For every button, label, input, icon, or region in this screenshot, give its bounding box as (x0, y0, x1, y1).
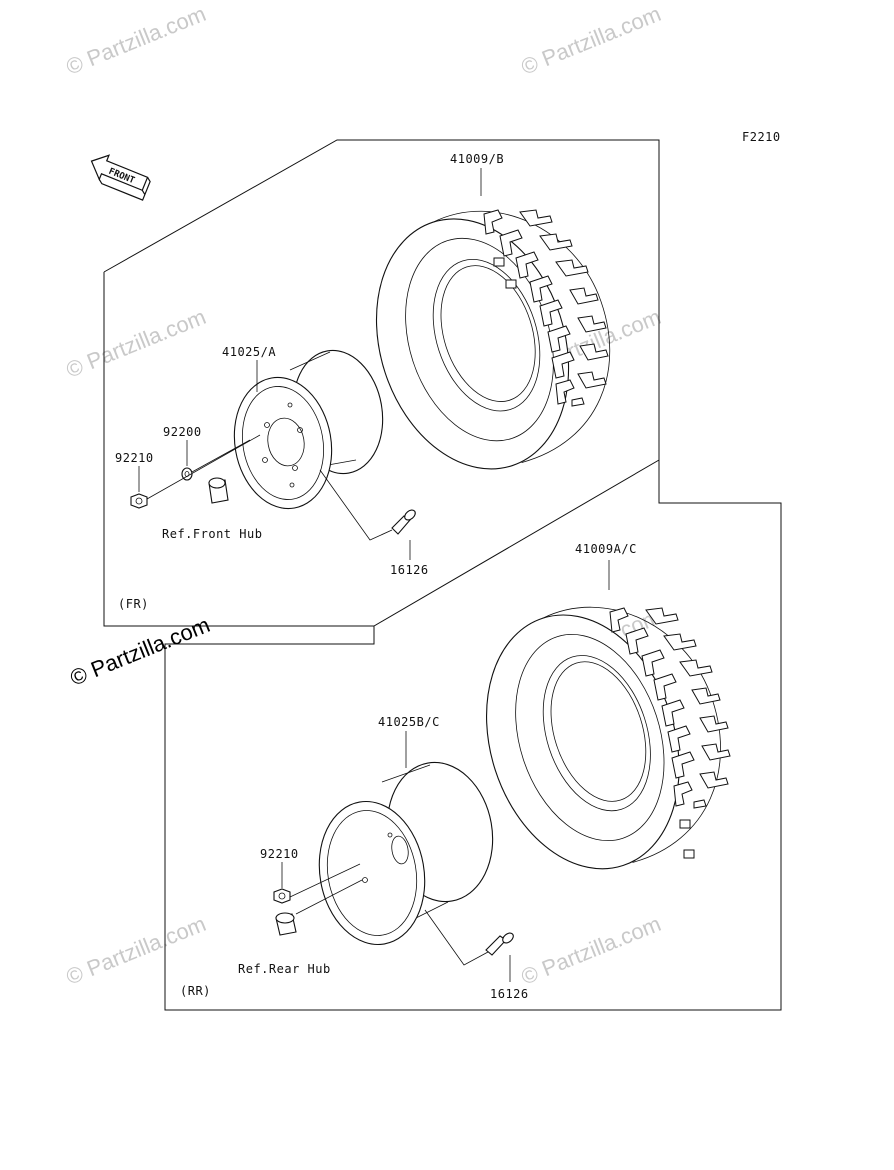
front-nut-label: 92210 (115, 451, 154, 465)
rear-hub (275, 912, 297, 936)
front-tire-label: 41009/B (450, 152, 504, 166)
rear-tire (486, 606, 721, 870)
rear-section-tag: (RR) (180, 984, 211, 998)
watermark: © Partzilla.com (63, 304, 210, 383)
front-hub-ref-label: Ref.Front Hub (162, 527, 262, 541)
front-arrow-icon: FRONT (90, 154, 151, 201)
front-hub (208, 477, 229, 504)
watermark: © Partzilla.com (518, 1, 665, 80)
rear-hub-ref-label: Ref.Rear Hub (238, 962, 331, 976)
rear-valve-label: 16126 (490, 987, 529, 1001)
front-washer (181, 467, 193, 481)
front-nut (130, 493, 148, 509)
rear-tire-label: 41009A/C (575, 542, 637, 556)
watermark: © Partzilla.com (63, 1, 210, 80)
rear-nut (273, 888, 291, 904)
rear-nut-label: 92210 (260, 847, 299, 861)
watermark-prominent: © Partzilla.com (67, 612, 214, 691)
rear-wheel-label: 41025B/C (378, 715, 440, 729)
watermark: © Partzilla.com (63, 911, 210, 990)
front-wheel-label: 41025/A (222, 345, 276, 359)
front-valve (391, 509, 416, 535)
front-section-tag: (FR) (118, 597, 149, 611)
diagram-code: F2210 (742, 130, 781, 144)
front-tread (483, 209, 609, 407)
front-washer-label: 92200 (163, 425, 202, 439)
rear-wheel (318, 761, 494, 946)
front-section: 41009/B 41025/A 92200 92210 Ref.Front Hu… (103, 139, 660, 627)
front-tire (375, 210, 611, 470)
rear-section-frame (164, 460, 782, 1011)
front-valve-label: 16126 (390, 563, 429, 577)
watermark: © Partzilla.com (518, 911, 665, 990)
rear-valve (485, 932, 514, 956)
rear-section: 41009A/C 41025B/C 92210 Ref.Rear Hub 161… (164, 460, 782, 1011)
front-wheel (233, 349, 384, 510)
rear-tread (609, 607, 731, 859)
